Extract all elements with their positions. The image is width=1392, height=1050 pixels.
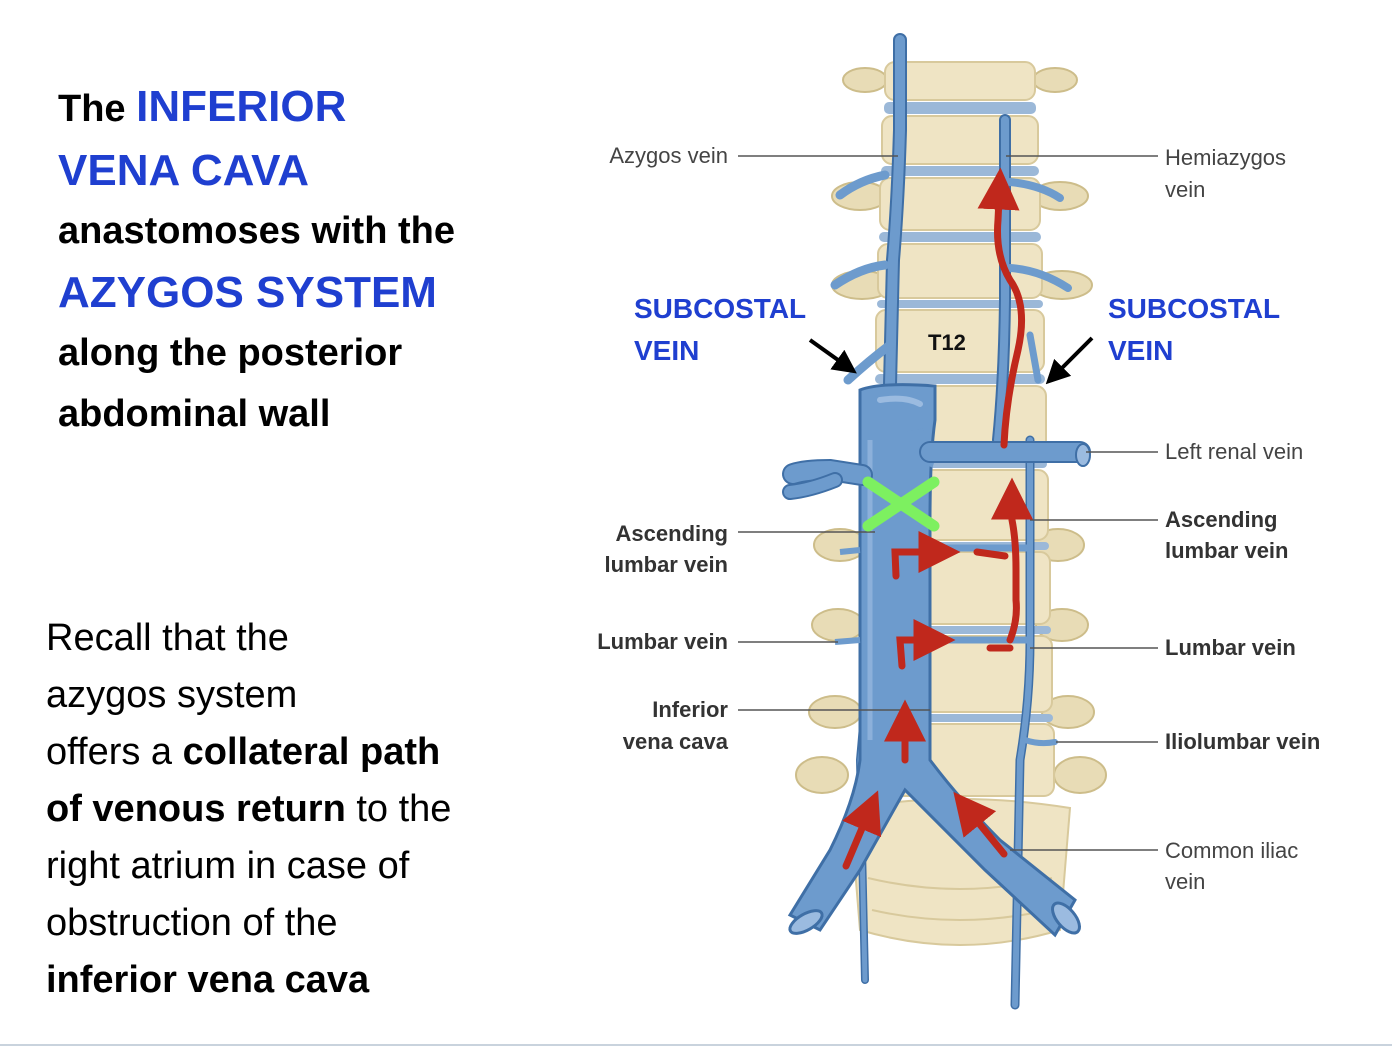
- recall-line6: obstruction of the: [46, 902, 338, 944]
- left-renal-vein-label: Left renal vein: [1165, 439, 1303, 464]
- recall-line4b: to the: [345, 788, 452, 830]
- recall-text: Recall that the azygos system offers a c…: [46, 610, 526, 1009]
- heading-part2: anastomoses with the: [58, 210, 455, 252]
- heading-ivc-1: INFERIOR: [136, 82, 347, 131]
- ivc-label-1: Inferior: [652, 697, 728, 722]
- common-iliac-label-1: Common iliac: [1165, 838, 1298, 863]
- right-ascending-lumbar-label-2: lumbar vein: [1165, 538, 1288, 563]
- left-lumbar-vein-label: Lumbar vein: [597, 629, 728, 654]
- subcostal-right-label-2: VEIN: [1108, 335, 1173, 366]
- azygos-vein-label: Azygos vein: [609, 143, 728, 168]
- right-lumbar-vein-label: Lumbar vein: [1165, 635, 1296, 660]
- slide-bottom-divider: [0, 1044, 1392, 1046]
- left-ascending-lumbar-vein: [1010, 435, 1058, 1010]
- vertebral-column: [795, 61, 1107, 946]
- collateral-flow-arrows: [842, 167, 1033, 870]
- subcostal-right-label-1: SUBCOSTAL: [1108, 293, 1280, 324]
- hemiazygos-label-2: vein: [1165, 177, 1205, 202]
- right-ascending-lumbar-label-1: Ascending: [1165, 507, 1277, 532]
- iliolumbar-vein-label: Iliolumbar vein: [1165, 729, 1320, 754]
- subcostal-right-pointer-arrow: [1045, 336, 1094, 385]
- recall-line2: azygos system: [46, 674, 298, 716]
- left-ascending-lumbar-label-1: Ascending: [616, 521, 728, 546]
- leader-lines: [738, 155, 1158, 851]
- subcostal-left-label-2: VEIN: [634, 335, 699, 366]
- heading-ivc-2: VENA CAVA: [58, 146, 309, 195]
- recall-line5: right atrium in case of: [46, 845, 410, 887]
- flow-arrow-lumbar-upper: [891, 531, 961, 580]
- flow-arrow-lumbar-lower: [896, 619, 956, 670]
- flow-arrow-right-iliac: [842, 790, 882, 870]
- flow-arrow-left-iliac: [953, 791, 1008, 858]
- hemiazygos-label-1: Hemiazygos: [1165, 145, 1286, 170]
- obstruction-x-mark: [862, 476, 940, 532]
- heading-azygos: AZYGOS SYSTEM: [58, 268, 437, 317]
- flow-arrow-hemiazygos: [977, 167, 1026, 449]
- common-iliac-label-2: vein: [1165, 869, 1205, 894]
- heading-part1: The: [58, 88, 137, 130]
- hemiazygos-vein: [992, 114, 1072, 446]
- subcostal-left-pointer-arrow: [808, 338, 857, 374]
- recall-line3b: collateral path: [182, 731, 441, 773]
- flow-arrow-lumbar-upper-tail: [973, 548, 1009, 560]
- subcostal-left-label-1: SUBCOSTAL: [634, 293, 806, 324]
- flow-arrow-ascending-lumbar: [991, 477, 1033, 644]
- recall-line3a: offers a: [46, 731, 183, 773]
- recall-line1: Recall that the: [46, 617, 289, 659]
- heading-part4: abdominal wall: [58, 393, 331, 435]
- ivc-label-2: vena cava: [623, 729, 729, 754]
- azygos-vein: [830, 33, 907, 392]
- heading-part3: along the posterior: [58, 332, 403, 374]
- vertebra-t12-label: T12: [928, 330, 966, 355]
- left-renal-vein: [919, 441, 1091, 467]
- recall-line4a: of venous return: [46, 788, 346, 830]
- left-ascending-lumbar-label-2: lumbar vein: [605, 552, 728, 577]
- recall-line7: inferior vena cava: [46, 959, 370, 1001]
- heading-text: The INFERIOR VENA CAVA anastomoses with …: [58, 76, 538, 445]
